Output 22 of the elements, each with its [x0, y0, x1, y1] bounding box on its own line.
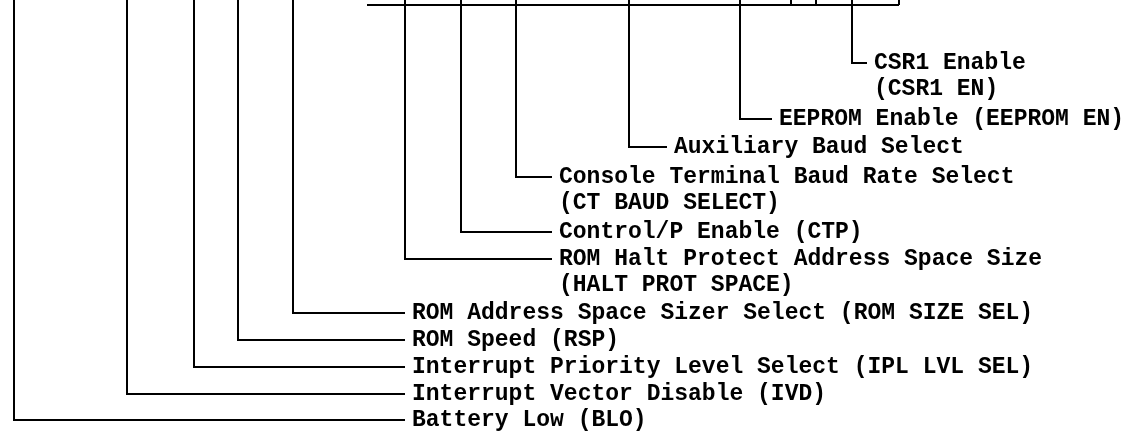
leader-line	[739, 0, 773, 120]
field-description: ROM Address Space Sizer Select (ROM SIZE SEL)	[412, 300, 1034, 326]
field-description: Auxiliary Baud Select	[674, 134, 964, 160]
leader-line	[851, 0, 868, 64]
leader-line	[628, 0, 668, 148]
leader-line	[292, 0, 406, 314]
leader-line	[193, 0, 406, 368]
leader-line	[126, 0, 406, 395]
leader-line	[13, 0, 406, 421]
leader-line	[237, 0, 406, 341]
field-description: Battery Low (BLO)	[412, 407, 647, 433]
field-description: EEPROM Enable (EEPROM EN)	[779, 106, 1125, 132]
field-description: ROM Speed (RSP)	[412, 327, 620, 353]
field-description: Control/P Enable (CTP)	[559, 219, 863, 245]
field-description: Console Terminal Baud Rate Select (CT BAUD SELECT)	[559, 164, 1029, 216]
field-description: Interrupt Priority Level Select (IPL LVL SEL)	[412, 354, 1034, 380]
field-description: Interrupt Vector Disable (IVD)	[412, 381, 827, 407]
leader-line	[515, 0, 553, 178]
leader-line	[460, 0, 553, 233]
field-description: ROM Halt Protect Address Space Size (HALT PROT SPACE)	[559, 246, 1056, 298]
leader-line	[404, 0, 553, 260]
field-description: CSR1 Enable (CSR1 EN)	[874, 50, 1040, 102]
